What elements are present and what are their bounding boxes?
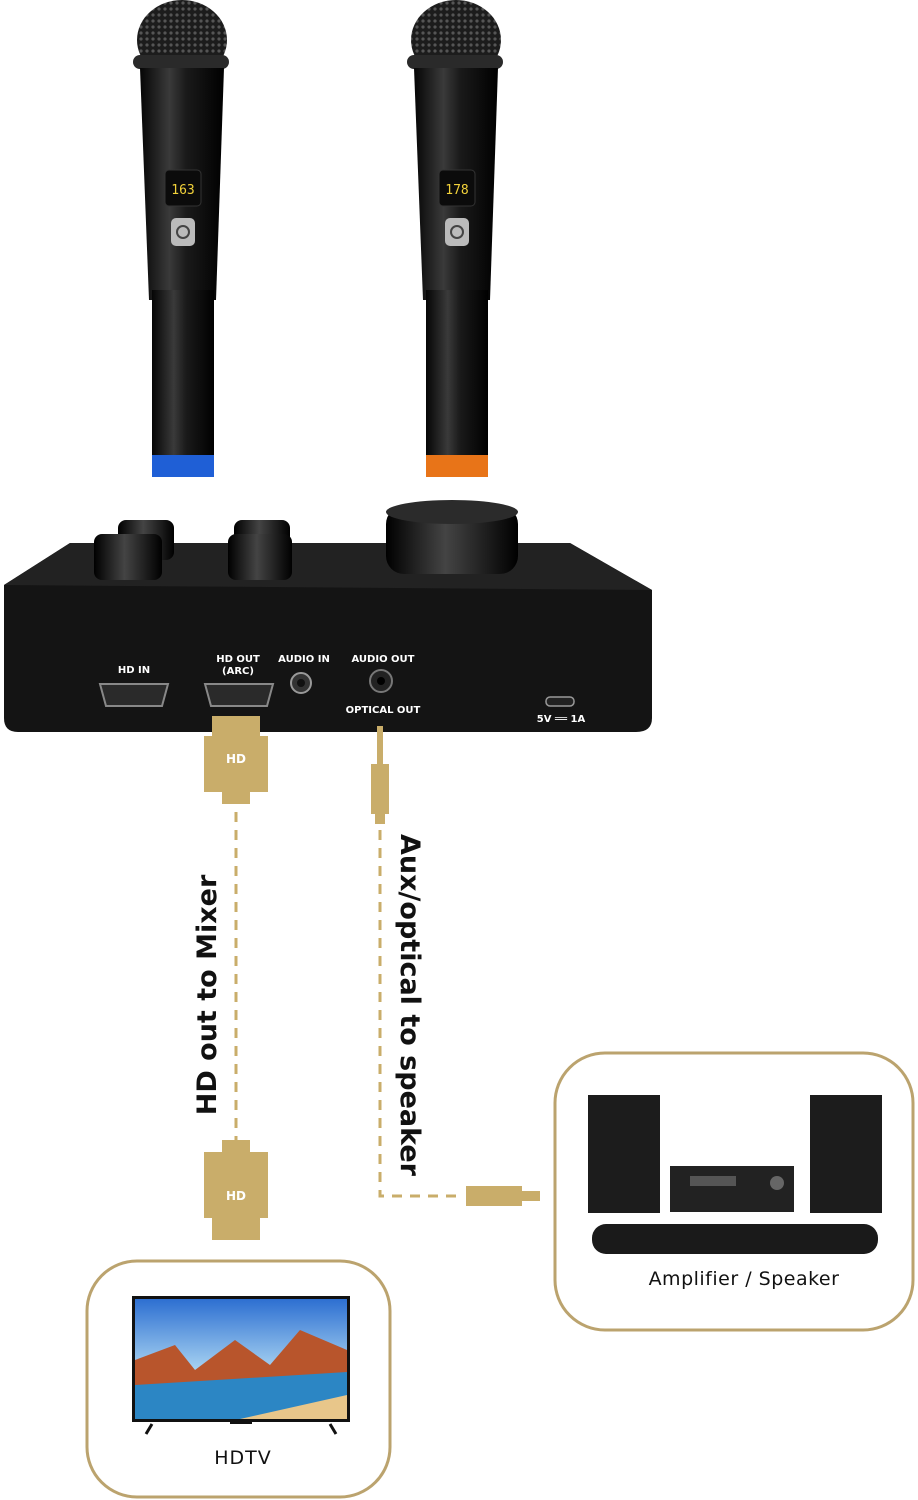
aux-cable-line — [378, 830, 460, 1198]
mic-grille-ring — [407, 55, 503, 69]
hd-cable-label: HD out to Mixer — [192, 874, 223, 1115]
mic-display — [164, 169, 202, 207]
port-label-arc: (ARC) — [222, 666, 254, 677]
speaker-box-label: Amplifier / Speaker — [649, 1268, 840, 1290]
hd-plug-bottom — [204, 1152, 268, 1218]
mic-handle — [426, 290, 488, 460]
aux-plug-pin — [377, 726, 383, 766]
port-label-hd-in: HD IN — [118, 665, 150, 676]
port-label-optical-out: OPTICAL OUT — [346, 705, 421, 716]
karaoke-mixer-device: HD IN HD OUT (ARC) AUDIO IN AUDIO OUT OP… — [4, 500, 652, 732]
volume-knob[interactable] — [228, 534, 292, 580]
aux-plug-top — [371, 764, 389, 814]
mic-color-ring — [152, 455, 214, 477]
left-speaker-icon — [588, 1095, 660, 1213]
port-label-audio-out: AUDIO OUT — [352, 654, 415, 665]
volume-knob[interactable] — [94, 534, 162, 580]
usb-power-port[interactable] — [545, 696, 575, 707]
microphone-orange: 178 — [407, 0, 503, 477]
tv-box: HDTV — [85, 1259, 392, 1499]
hd-cable: HD HD — [204, 716, 268, 1240]
aux-cable-label: Aux/optical to speaker — [394, 834, 425, 1177]
mic-handle — [152, 290, 214, 460]
mic-grille-ring — [133, 55, 229, 69]
right-speaker-icon — [810, 1095, 882, 1213]
aux-cable — [371, 726, 540, 1206]
soundbar-icon — [592, 1224, 878, 1254]
port-label-audio-in: AUDIO IN — [278, 654, 330, 665]
aux-plug-end — [466, 1186, 522, 1206]
microphone-blue: 163 — [133, 0, 229, 477]
mic-display — [438, 169, 476, 207]
mic-display-readout: 163 — [171, 183, 194, 198]
speaker-box: Amplifier / Speaker — [553, 1051, 915, 1332]
power-icon — [171, 218, 195, 246]
mic-display-readout: 178 — [445, 183, 468, 198]
power-icon — [445, 218, 469, 246]
hd-plug-bottom-label: HD — [226, 1189, 246, 1203]
mic-color-ring — [426, 455, 488, 477]
hd-plug-top-label: HD — [226, 752, 246, 766]
hd-out-port[interactable] — [203, 683, 275, 707]
hd-in-port[interactable] — [98, 683, 170, 707]
amplifier-icon — [670, 1166, 794, 1212]
master-volume-knob[interactable] — [386, 506, 518, 574]
tv-box-label: HDTV — [214, 1447, 272, 1469]
hd-plug-top — [204, 736, 268, 792]
port-label-power: 5V ══ 1A — [537, 714, 586, 725]
port-label-hd-out: HD OUT — [216, 654, 260, 665]
